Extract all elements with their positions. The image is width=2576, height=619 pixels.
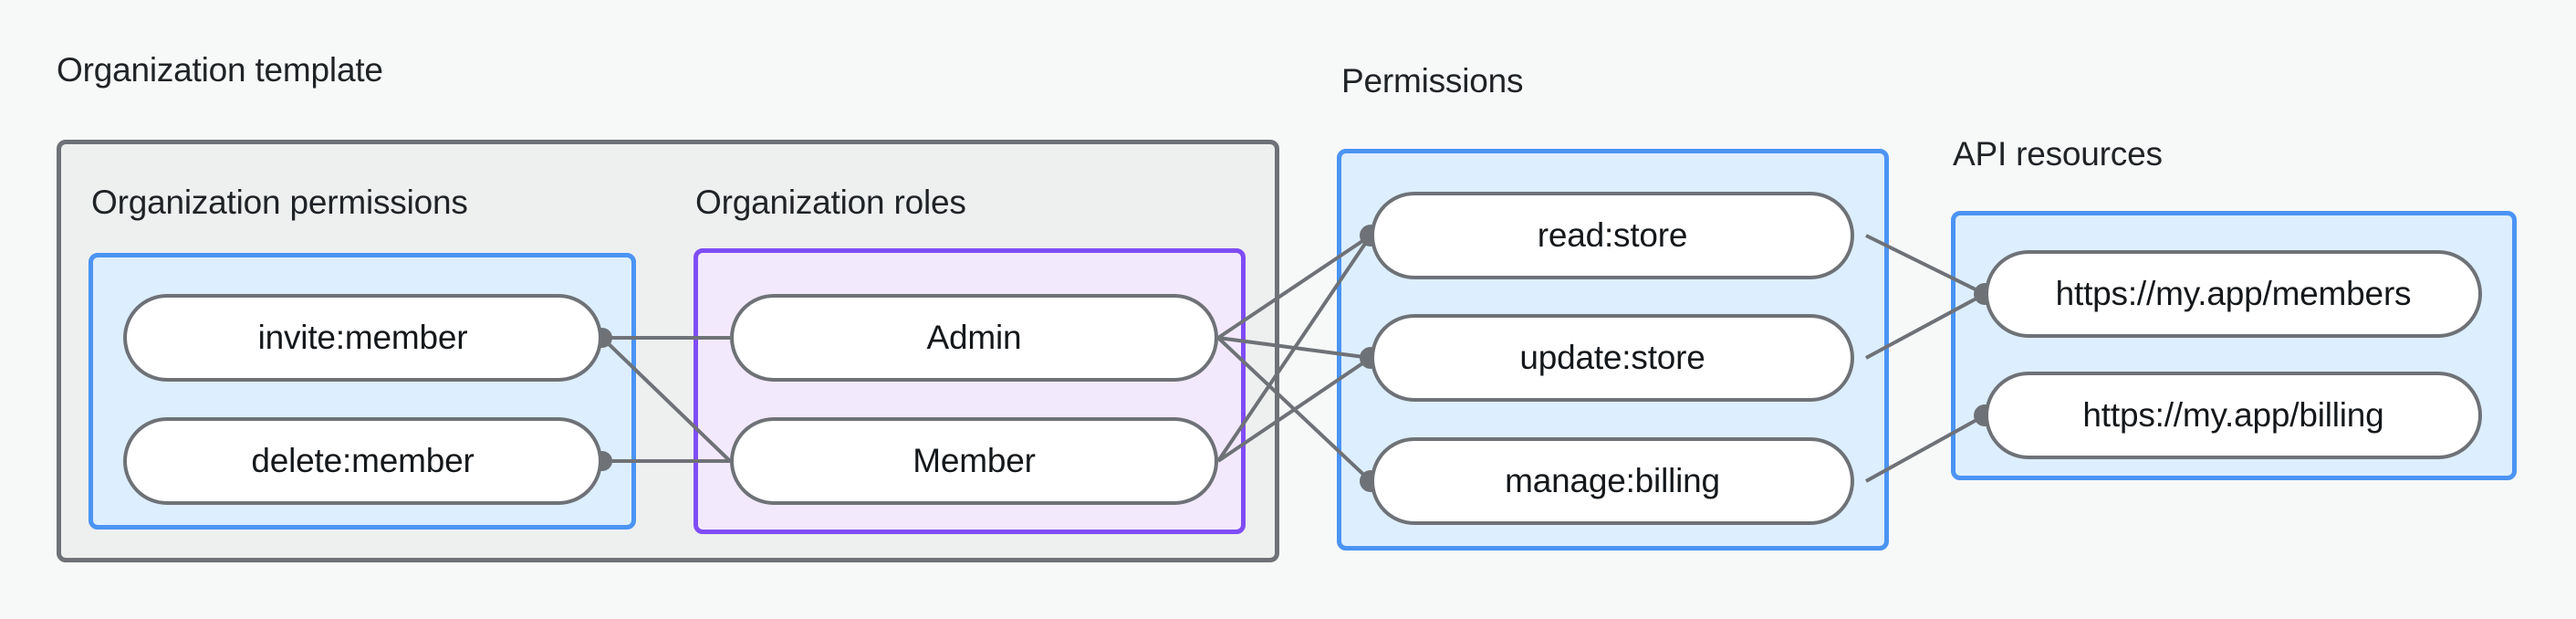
- node-delete-member[interactable]: delete:member: [123, 417, 602, 505]
- group-label-api-resources: API resources: [1953, 135, 2163, 173]
- node-read-store[interactable]: read:store: [1371, 192, 1854, 279]
- group-label-permissions: Permissions: [1341, 62, 1524, 100]
- node-invite-member[interactable]: invite:member: [123, 294, 602, 382]
- group-label-organization-template: Organization template: [57, 51, 383, 89]
- node-billing-url[interactable]: https://my.app/billing: [1985, 372, 2482, 459]
- node-member[interactable]: Member: [730, 417, 1218, 505]
- subgroup-label-organization-permissions: Organization permissions: [91, 184, 468, 221]
- subgroup-label-organization-roles: Organization roles: [695, 184, 966, 221]
- node-manage-billing[interactable]: manage:billing: [1371, 437, 1854, 525]
- node-admin[interactable]: Admin: [730, 294, 1218, 382]
- node-update-store[interactable]: update:store: [1371, 314, 1854, 402]
- node-members-url[interactable]: https://my.app/members: [1985, 250, 2482, 338]
